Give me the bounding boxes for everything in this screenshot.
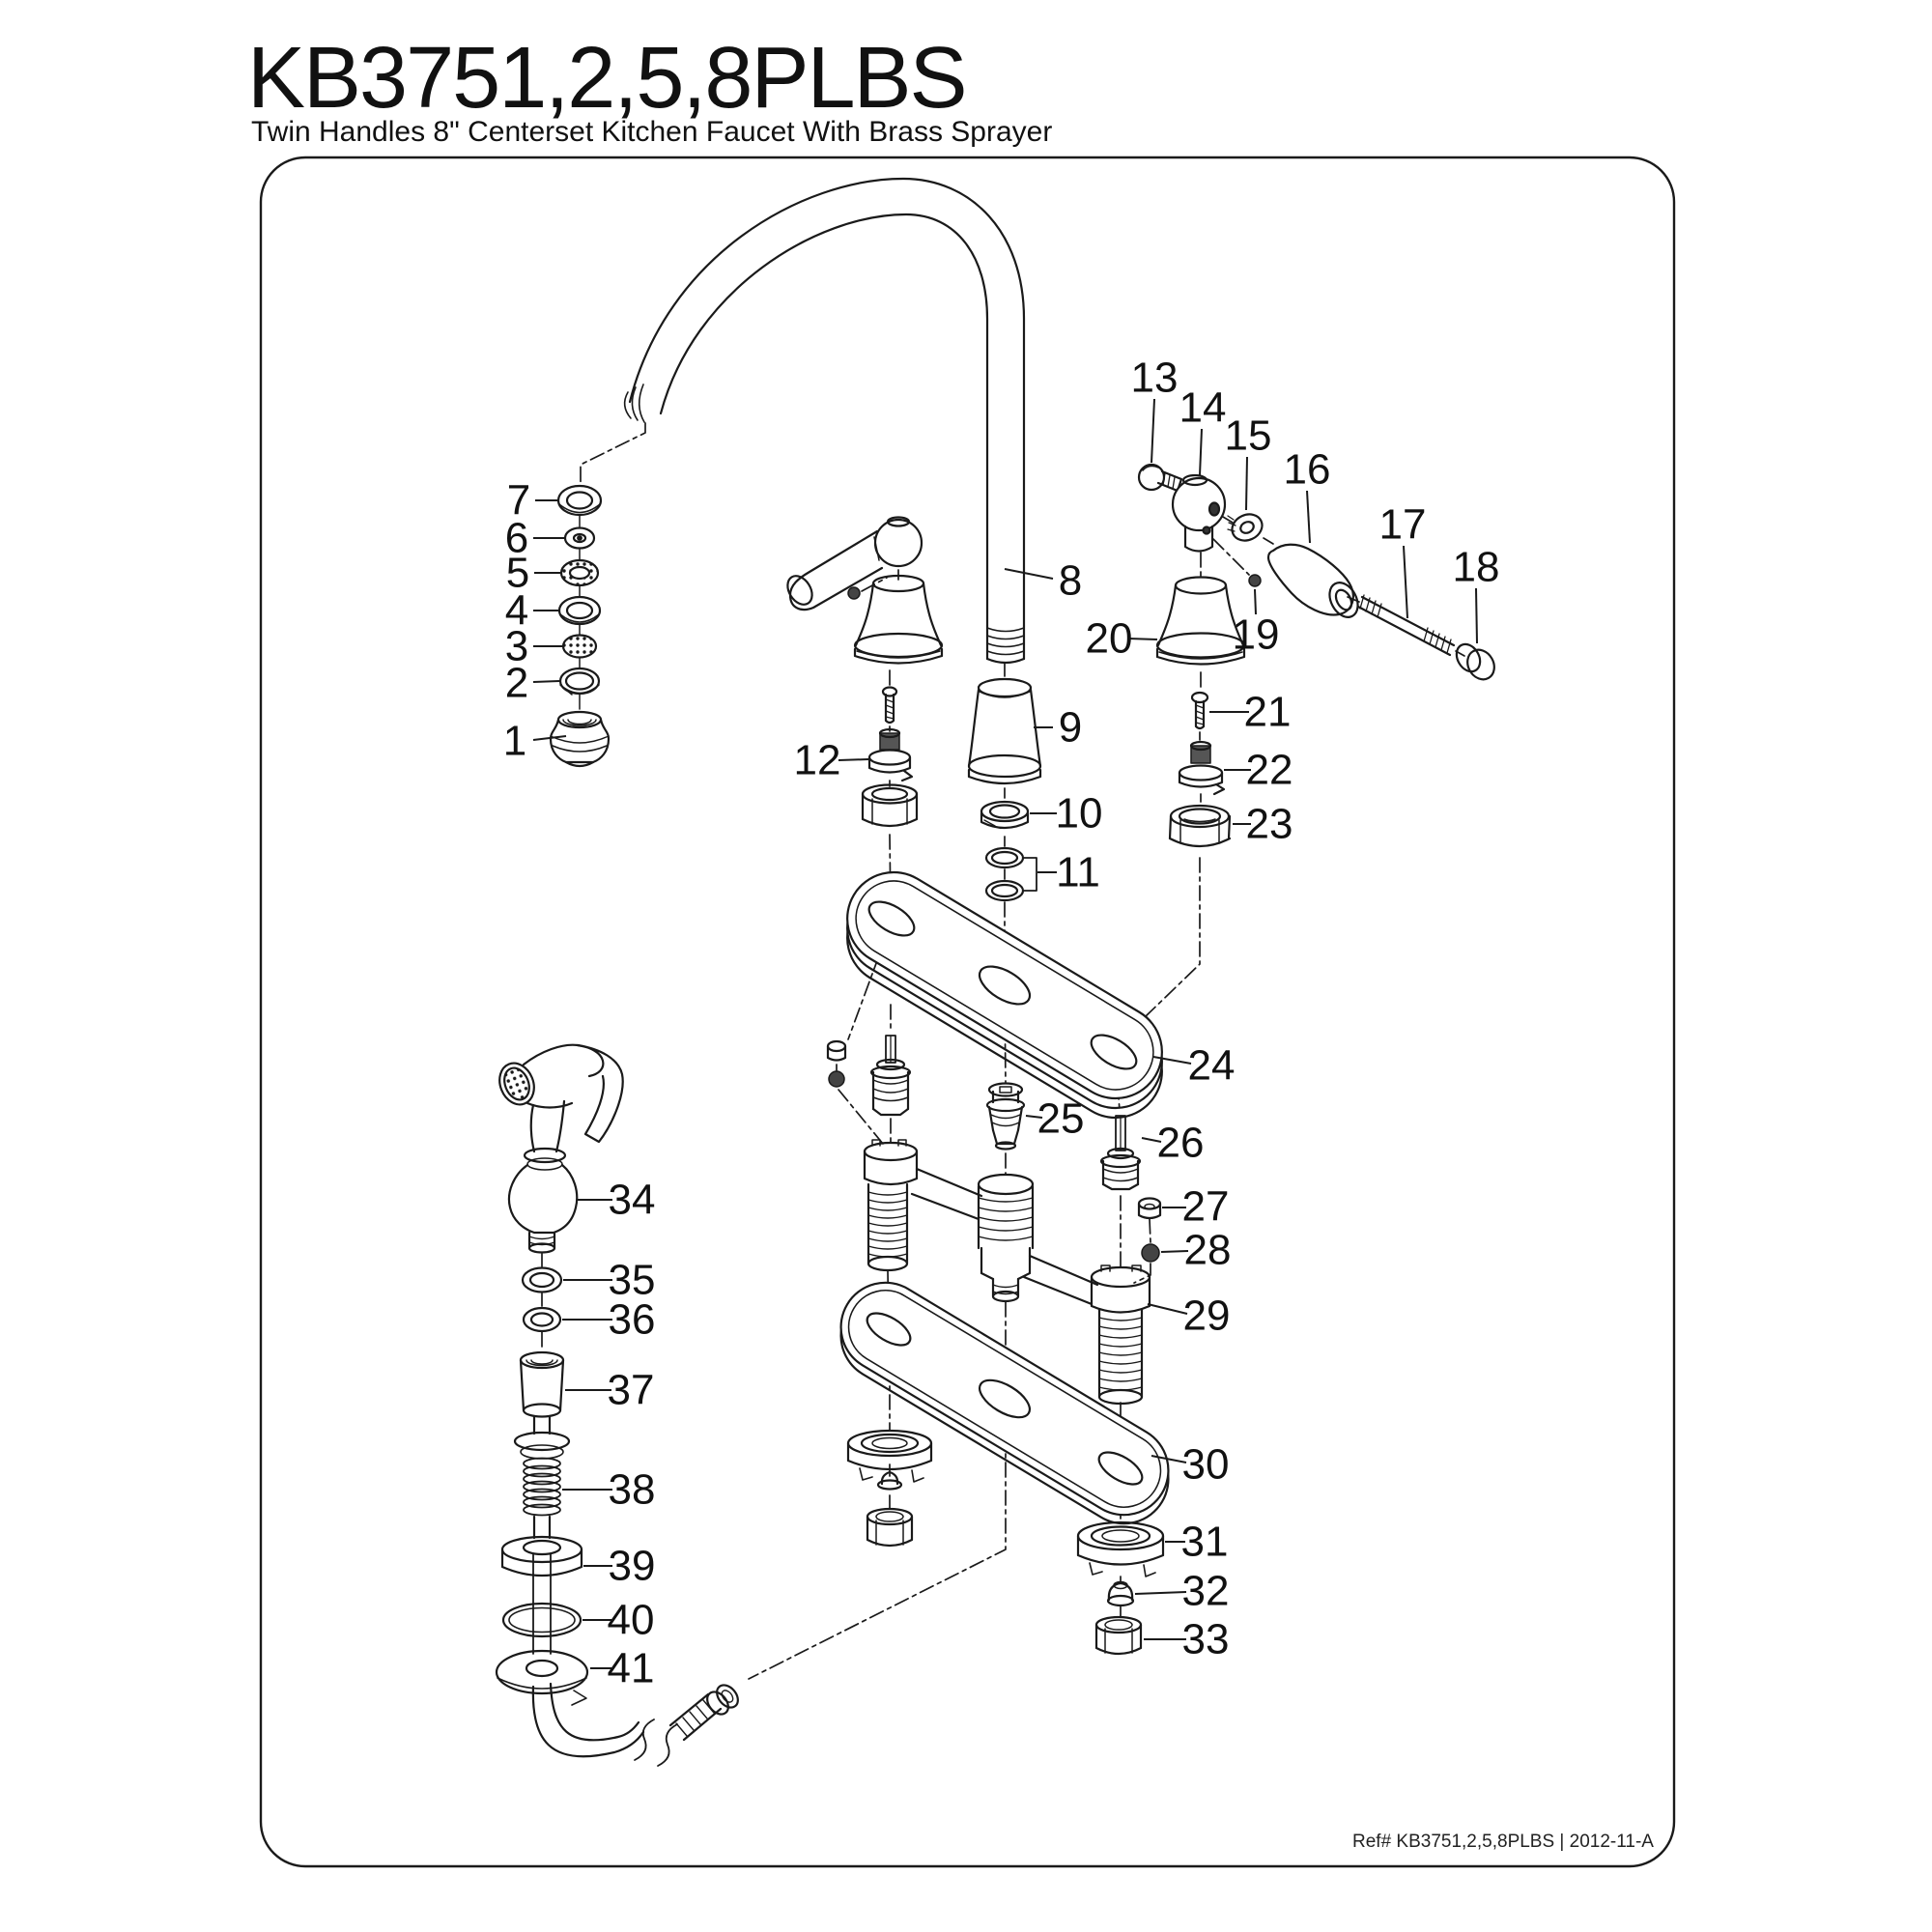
part-hose-spring [513,1431,571,1540]
leader-line-18 [1475,587,1478,644]
part-o-rings [984,846,1037,902]
leader-line-26 [1141,1137,1162,1143]
bracket-11 [1023,857,1037,892]
part-number-4: 4 [505,587,528,635]
part-left-mounting [846,1429,933,1548]
part-number-30: 30 [1182,1441,1230,1489]
part-number-8: 8 [1059,557,1082,605]
part-right-handle-group [1137,463,1495,681]
part-left-handle [786,516,944,665]
part-number-17: 17 [1379,501,1427,549]
part-right-mounting [1076,1520,1165,1656]
reference-number: Ref# KB3751,2,5,8PLBS | 2012-11-A [1352,1832,1654,1852]
part-number-13: 13 [1131,355,1179,402]
part-number-16: 16 [1284,446,1331,494]
leader-line-19 [1254,588,1257,615]
leader-line-32 [1134,1591,1187,1595]
leader-line-2 [532,680,560,683]
part-callouts: 1234567891011121314151617181920212223242… [503,355,1500,1692]
leader-line-29 [1147,1303,1188,1315]
part-number-2: 2 [505,660,528,707]
part-hose-coupling [519,1350,565,1435]
part-number-3: 3 [505,623,528,670]
part-21-22-23 [1168,691,1232,848]
part-number-23: 23 [1246,801,1293,848]
part-number-29: 29 [1183,1293,1231,1340]
part-number-32: 32 [1182,1568,1230,1615]
leader-line-24 [1152,1056,1192,1065]
part-spout [623,177,1026,665]
part-deck-plate [846,870,1163,1120]
part-number-39: 39 [609,1543,656,1590]
part-number-14: 14 [1179,384,1227,432]
part-number-7: 7 [507,477,530,525]
part-number-40: 40 [608,1597,655,1644]
leader-line-25 [1025,1115,1043,1119]
part-number-33: 33 [1182,1616,1230,1663]
part-number-34: 34 [609,1177,656,1224]
part-number-12: 12 [794,737,841,784]
leader-line-17 [1403,545,1408,619]
part-base-gasket [839,1281,1170,1525]
page-subtitle: Twin Handles 8" Centerset Kitchen Faucet… [251,116,1053,148]
part-number-27: 27 [1182,1183,1230,1231]
leader-line-13 [1151,398,1155,464]
part-number-36: 36 [609,1296,656,1344]
part-sprayer [498,1043,624,1254]
part-right-cartridge [1099,1115,1142,1191]
part-diverter [985,1082,1026,1151]
leader-line-28 [1160,1250,1189,1253]
page-border [259,156,1676,1868]
part-number-41: 41 [608,1645,655,1692]
part-left-cartridge [826,1035,912,1117]
leader-line-15 [1245,456,1248,511]
part-base-washer [495,1649,589,1706]
leader-line-30 [1151,1455,1187,1463]
part-number-37: 37 [608,1367,655,1414]
part-number-19: 19 [1233,611,1280,659]
part-number-35: 35 [609,1257,656,1304]
part-aerator-stack [549,484,611,768]
leader-line-12 [838,758,869,761]
part-sprayer-washers [521,1266,563,1333]
part-number-31: 31 [1181,1519,1229,1566]
part-spout-cone [967,677,1042,785]
part-number-18: 18 [1453,544,1500,591]
part-number-20: 20 [1086,615,1133,663]
part-number-24: 24 [1188,1042,1236,1090]
leader-line-8 [1004,568,1054,580]
part-slip-ring [980,800,1030,830]
part-number-28: 28 [1184,1227,1232,1274]
part-number-38: 38 [609,1466,656,1514]
part-right-bell [1155,576,1246,666]
part-faucet-body [863,1139,1151,1406]
axis-guides [541,422,1465,1680]
part-number-6: 6 [505,515,528,562]
part-base-o-ring [501,1602,582,1638]
part-sprayer-hose [531,1682,739,1767]
part-number-5: 5 [506,550,529,597]
part-number-10: 10 [1056,790,1103,838]
leader-line-14 [1199,428,1203,476]
leader-line-16 [1306,490,1311,544]
part-number-21: 21 [1244,689,1292,736]
part-number-11: 11 [1056,849,1100,896]
part-number-22: 22 [1246,747,1293,794]
part-12-stem [861,686,919,828]
part-number-26: 26 [1157,1120,1205,1167]
part-number-1: 1 [503,718,526,765]
leader-line-1 [532,735,567,741]
part-27-28 [1137,1197,1162,1263]
part-number-25: 25 [1037,1095,1085,1143]
page-title: KB3751,2,5,8PLBS [247,30,968,127]
part-number-9: 9 [1059,704,1082,752]
part-number-15: 15 [1225,412,1272,460]
